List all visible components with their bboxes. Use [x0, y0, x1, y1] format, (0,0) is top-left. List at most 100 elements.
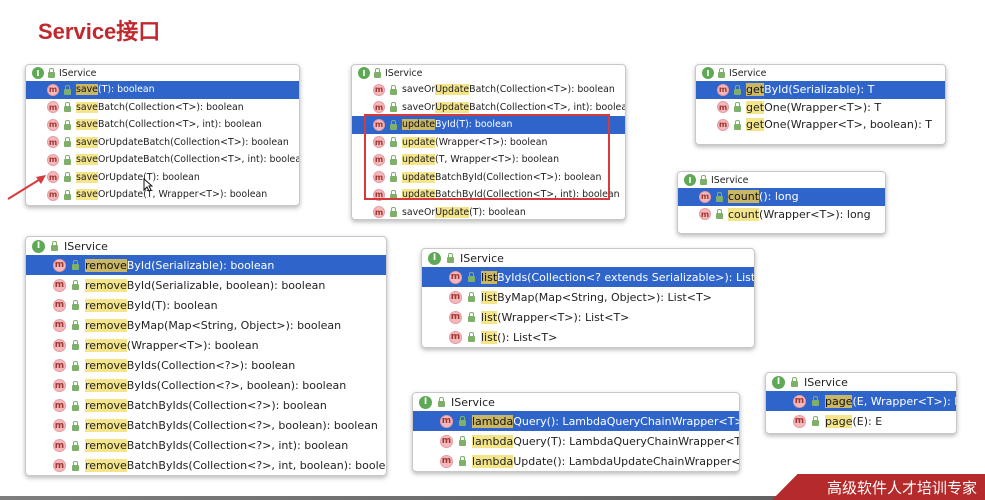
match-highlight: get — [746, 100, 765, 114]
interface-icon: I — [32, 239, 45, 253]
interface-icon: I — [428, 251, 441, 265]
signature-rest: (): List<T> — [497, 330, 558, 344]
match-highlight: remove — [85, 359, 127, 373]
match-highlight: list — [481, 330, 498, 344]
method-icon: m — [699, 190, 711, 203]
completion-item-signature: listByMap(Map<String, Object>): List<T> — [481, 290, 712, 304]
lock-icon — [734, 84, 741, 95]
lock-icon — [468, 312, 475, 323]
signature-rest: OrUpdateBatch(Collection<T>): boolean — [97, 136, 289, 148]
completion-item-signature: count(): long — [728, 190, 799, 204]
completion-item[interactable]: m removeByIds(Collection<?>, boolean): bo… — [26, 376, 386, 396]
brand-banner: 高级软件人才培训专家 — [772, 474, 985, 500]
popup-header-label: IService — [64, 239, 108, 253]
method-icon: m — [53, 379, 66, 393]
completion-item-signature: getById(Serializable): T — [746, 83, 874, 97]
signature-rest: ById(T): boolean — [435, 119, 513, 131]
completion-item-signature: page(E): E — [825, 414, 882, 428]
lock-icon — [716, 191, 723, 202]
popup-header-label: IService — [451, 395, 495, 409]
method-icon: m — [440, 454, 453, 468]
lock-icon — [812, 416, 819, 427]
method-icon: m — [53, 278, 66, 292]
popup-header: I IService — [26, 237, 386, 255]
signature-rest: (T): boolean — [97, 84, 155, 96]
match-highlight: remove — [85, 278, 127, 292]
completion-item-signature: removeByMap(Map<String, Object>): boolea… — [85, 318, 341, 332]
popup-header-label: IService — [385, 67, 423, 79]
method-icon: m — [47, 136, 59, 149]
lock-icon — [791, 377, 798, 387]
completion-item-signature: removeById(Serializable): boolean — [85, 258, 274, 272]
completion-item[interactable]: m getById(Serializable): T — [696, 81, 945, 99]
bottom-bar — [0, 496, 985, 500]
signature-rest: OrUpdate(T): boolean — [97, 171, 200, 183]
completion-item-signature: getOne(Wrapper<T>, boolean): T — [746, 118, 932, 132]
match-highlight: remove — [85, 298, 127, 312]
method-icon: m — [440, 434, 453, 448]
mouse-cursor-icon — [143, 178, 153, 192]
completion-item[interactable]: m count(): long — [678, 188, 885, 206]
lock-icon — [390, 207, 397, 218]
match-highlight: lambda — [472, 414, 514, 428]
lock-icon — [390, 137, 397, 148]
method-icon: m — [717, 83, 729, 96]
completion-item-signature: saveBatch(Collection<T>): boolean — [76, 101, 244, 113]
lock-icon — [64, 84, 71, 95]
match-highlight: remove — [85, 459, 127, 473]
completion-item-signature: list(Wrapper<T>): List<T> — [481, 310, 629, 324]
lock-icon — [72, 440, 79, 451]
signature-rest: ByIds(Collection<? extends Serializable>… — [497, 270, 755, 284]
lock-icon — [390, 119, 397, 130]
popup-header-label: IService — [729, 67, 767, 79]
lock-icon — [390, 172, 397, 183]
method-icon: m — [373, 101, 385, 114]
completion-item-signature: removeByIds(Collection<?>, boolean): boo… — [85, 379, 346, 393]
match-highlight: save — [76, 84, 98, 96]
method-icon: m — [373, 83, 385, 96]
method-icon: m — [373, 188, 385, 201]
method-icon: m — [449, 330, 462, 344]
completion-item[interactable]: m list(): List<T> — [422, 327, 754, 347]
signature-rest: BatchByIds(Collection<?>, int): boolean — [126, 439, 349, 453]
interface-icon: I — [32, 67, 44, 79]
